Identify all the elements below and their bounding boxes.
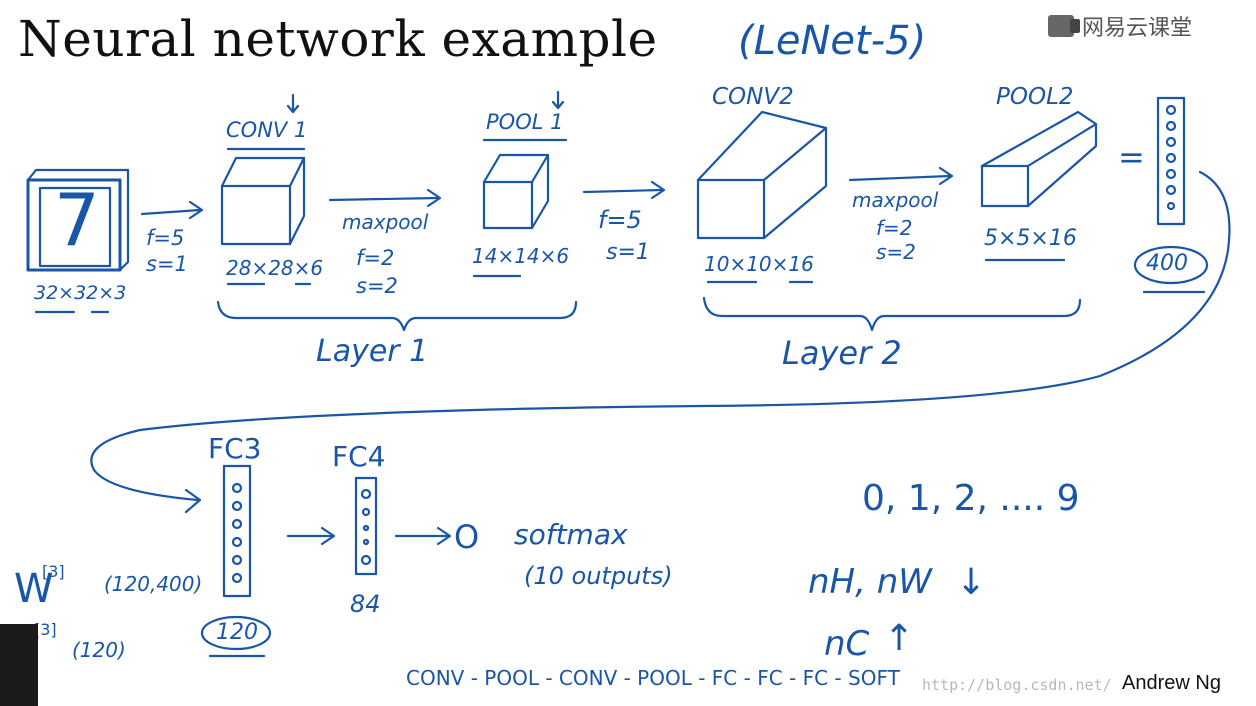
w3-superscript: [3]: [42, 562, 65, 581]
pool2-label: POOL2: [996, 84, 1074, 110]
arrow-pool2: [848, 166, 954, 186]
conv2-op-f: f=5: [598, 206, 642, 234]
dimension-underlines: [34, 258, 1066, 314]
arrow-fc4: [286, 526, 336, 546]
pool2-volume: [980, 110, 1098, 208]
softmax-outputs: (10 outputs): [524, 562, 673, 590]
conv2-volume: [696, 110, 828, 240]
conv1-dims: 28×28×6: [226, 256, 324, 280]
nc-label: nC: [824, 624, 870, 664]
architecture-sequence: CONV - POOL - CONV - POOL - FC - FC - FC…: [406, 666, 900, 690]
fc4-label: FC4: [332, 440, 386, 473]
w3-shape: (120,400): [104, 572, 203, 596]
layer2-brace: [702, 296, 1082, 332]
author-credit: Andrew Ng: [1122, 672, 1221, 694]
pool2-op-s: s=2: [876, 240, 916, 264]
input-digit: 7: [54, 178, 100, 262]
layer1-brace: [216, 300, 578, 332]
layer2-label: Layer 2: [782, 334, 902, 372]
nc-increase-arrow: ↑: [884, 618, 915, 659]
conv1-label: CONV 1: [226, 118, 308, 142]
pool1-volume: [482, 90, 568, 230]
arrow-output: [394, 526, 452, 546]
arrow-conv2: [582, 180, 666, 200]
b3-shape: (120): [72, 638, 126, 662]
conv1-f: f=5: [146, 226, 185, 250]
flatten-size: 400: [1146, 251, 1188, 276]
output-node: O: [454, 518, 480, 556]
arrow-pool1: [328, 188, 442, 208]
pool2-op-f: f=2: [876, 216, 913, 240]
arrow-conv1: [140, 200, 204, 220]
model-name: (LeNet-5): [738, 18, 927, 64]
softmax-label: softmax: [514, 518, 628, 551]
pool1-op-f: f=2: [356, 246, 395, 270]
logo-text: 网易云课堂: [1082, 16, 1193, 41]
conv2-dims: 10×10×16: [704, 252, 814, 276]
b3-superscript: [3]: [34, 620, 57, 639]
flatten-equals: =: [1118, 138, 1145, 176]
conv1-s: s=1: [146, 252, 188, 276]
nh-nw-label: nH, nW: [808, 562, 932, 602]
class-digits: 0, 1, 2, .... 9: [862, 478, 1080, 519]
pool1-op-name: maxpool: [342, 210, 429, 234]
fc3-vector: [200, 464, 272, 658]
flatten-to-fc3-connector: [90, 170, 1231, 514]
pool2-dims: 5×5×16: [984, 226, 1077, 251]
fc4-size: 84: [350, 590, 381, 618]
conv2-op-s: s=1: [606, 240, 650, 265]
nh-nw-decrease-arrow: ↓: [956, 562, 987, 603]
input-dims: 32×32×3: [34, 282, 127, 304]
pool2-op-name: maxpool: [852, 188, 939, 212]
w3-symbol: W: [14, 566, 54, 612]
pool1-dims: 14×14×6: [472, 244, 570, 268]
watermark: http://blog.csdn.net/: [922, 676, 1112, 694]
fc3-size: 120: [216, 620, 258, 645]
input-image-box: [26, 168, 130, 272]
pool1-label: POOL 1: [486, 110, 564, 134]
layer1-label: Layer 1: [316, 334, 429, 369]
flatten-vector: [1133, 96, 1209, 294]
slide-title: Neural network example: [18, 10, 658, 68]
fc4-vector: [354, 476, 378, 576]
conv1-volume: [220, 93, 306, 246]
conv2-label: CONV2: [712, 84, 794, 110]
fc3-label: FC3: [208, 432, 262, 465]
logo-icon: [1048, 15, 1080, 37]
video-overlay: [0, 624, 38, 706]
pool1-op-s: s=2: [356, 274, 398, 298]
course-logo: 网易云课堂: [1048, 10, 1192, 42]
